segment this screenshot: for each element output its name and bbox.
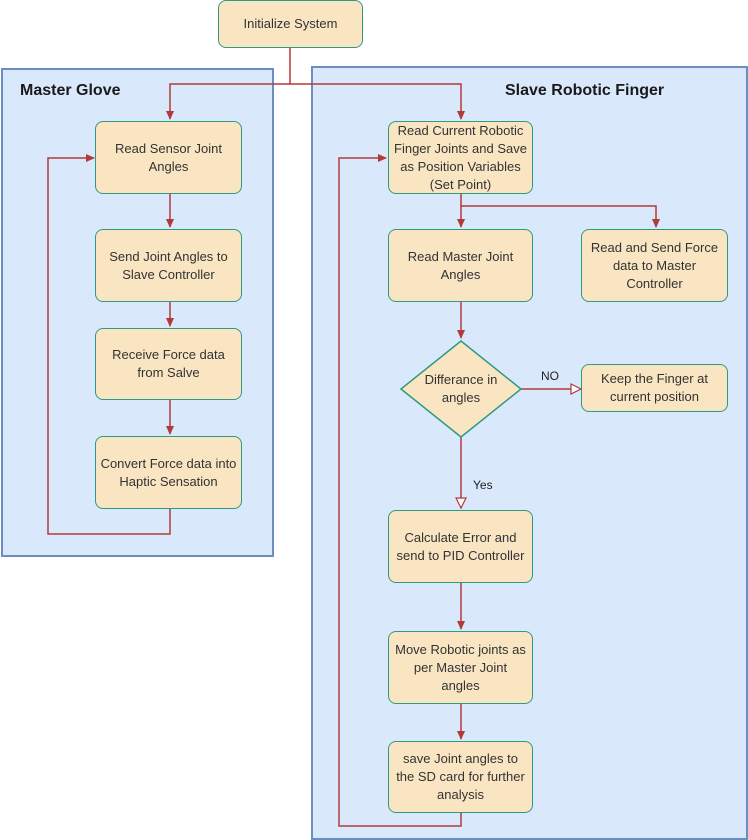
edge-label-yes: Yes — [473, 478, 493, 492]
receive-force-data-node: Receive Force data from Salve — [95, 328, 242, 400]
master-glove-title: Master Glove — [20, 82, 121, 99]
slave-robotic-finger-lane — [311, 66, 748, 840]
edge-slave-loop — [338, 154, 462, 827]
edge-start-to-master — [166, 83, 290, 120]
edge-start-to-slave — [290, 83, 465, 120]
initialize-system-node: Initialize System — [218, 0, 363, 48]
keep-finger-node: Keep the Finger at current position — [581, 364, 728, 412]
slave-robotic-finger-title: Slave Robotic Finger — [505, 82, 665, 99]
edge-label-no: NO — [541, 369, 559, 383]
decision-label: Differance in angles — [424, 372, 498, 405]
save-joint-angles-node: save Joint angles to the SD card for fur… — [388, 741, 533, 813]
read-current-robotic-finger-node: Read Current Robotic Finger Joints and S… — [388, 121, 533, 194]
move-robotic-joints-node: Move Robotic joints as per Master Joint … — [388, 631, 533, 704]
send-joint-angles-node: Send Joint Angles to Slave Controller — [95, 229, 242, 302]
calculate-error-node: Calculate Error and send to PID Controll… — [388, 510, 533, 583]
read-master-joint-angles-node: Read Master Joint Angles — [388, 229, 533, 302]
read-send-force-data-node: Read and Send Force data to Master Contr… — [581, 229, 728, 302]
edge-current-to-force — [461, 205, 660, 228]
decision-diamond — [399, 340, 523, 438]
edge-master-loop — [47, 154, 171, 535]
read-sensor-joint-angles-node: Read Sensor Joint Angles — [95, 121, 242, 194]
convert-force-data-node: Convert Force data into Haptic Sensation — [95, 436, 242, 509]
